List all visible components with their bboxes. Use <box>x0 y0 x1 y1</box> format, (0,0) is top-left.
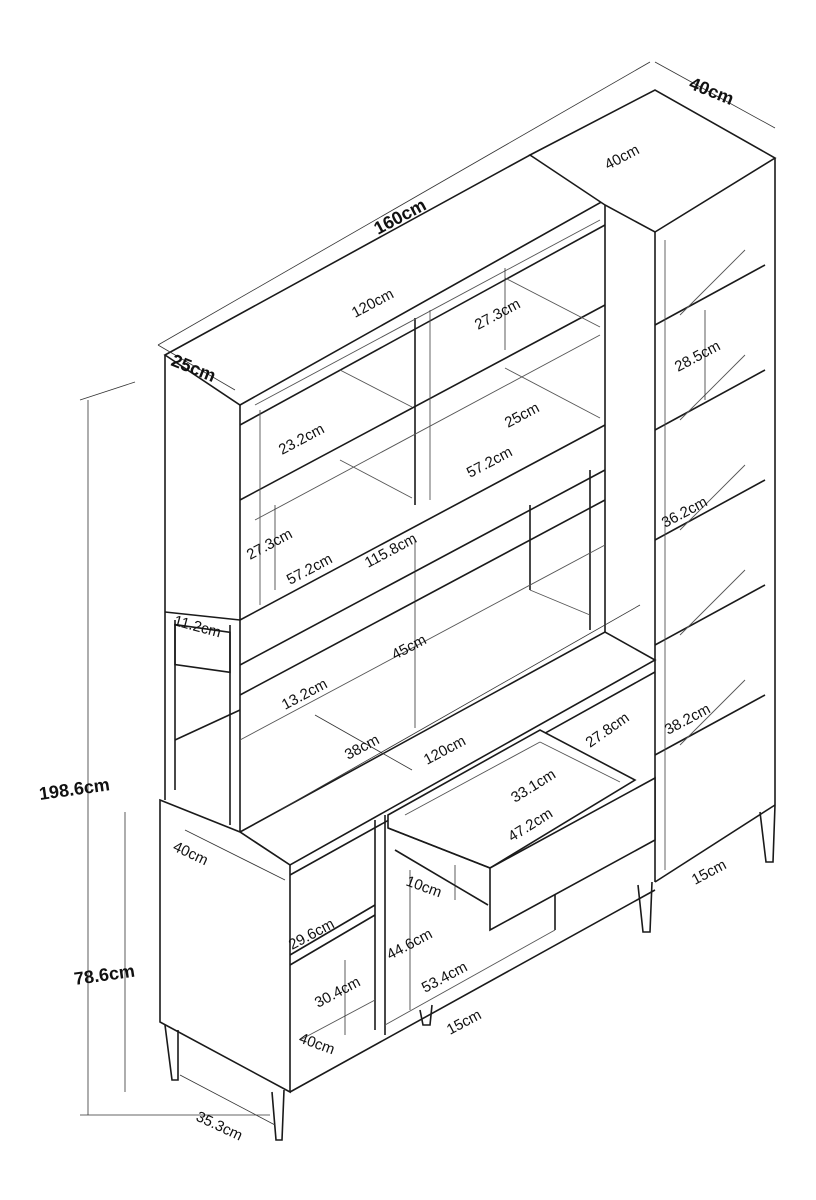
legs <box>164 804 776 1141</box>
label: 15cm <box>689 856 729 888</box>
label: 27.3cm <box>472 295 523 333</box>
lower-height-label: 78.6cm <box>73 961 136 989</box>
label: 38.2cm <box>662 700 713 738</box>
label: 23.2cm <box>276 420 327 458</box>
label: 53.4cm <box>419 958 470 996</box>
overall-height-label: 198.6cm <box>38 774 111 804</box>
desk-frame <box>164 469 657 876</box>
label: 25cm <box>502 399 542 431</box>
label: 15cm <box>444 1006 484 1038</box>
label: 29.6cm <box>286 915 337 953</box>
label: 27.3cm <box>244 525 295 563</box>
lower-cabinet <box>159 798 656 1094</box>
label: 13.2cm <box>279 675 330 713</box>
right-tower <box>528 89 777 883</box>
label: 35.3cm <box>193 1108 245 1144</box>
label: 40cm <box>297 1030 337 1059</box>
label: 45cm <box>389 631 429 663</box>
label: 57.2cm <box>464 443 515 481</box>
tower-depth-label: 40cm <box>687 73 737 109</box>
label: 27.8cm <box>583 709 633 751</box>
drawer[interactable] <box>387 729 656 932</box>
dimension-labels: 160cm 40cm 25cm 198.6cm 78.6cm 40cm 120c… <box>38 73 737 1144</box>
upper-hutch <box>163 154 607 621</box>
dimension-lines <box>79 61 776 1126</box>
label: 30.4cm <box>312 973 363 1011</box>
label: 28.5cm <box>672 337 723 375</box>
